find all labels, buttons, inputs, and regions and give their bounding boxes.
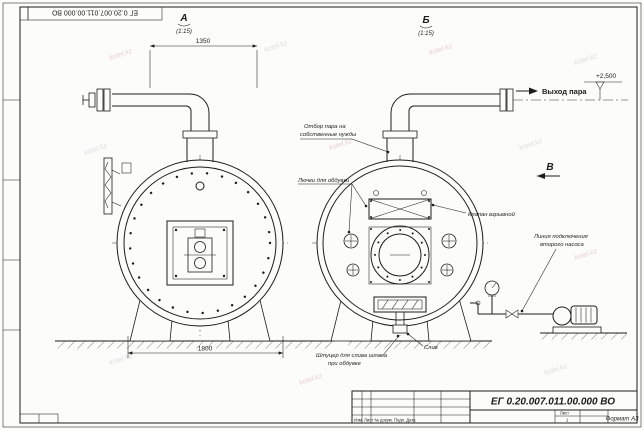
watermark: kotel.kz xyxy=(83,143,108,157)
dim-1350: 1350 xyxy=(149,38,258,88)
callout-hatches: Лючки для обдувки xyxy=(297,178,368,234)
watermark: kotel.kz xyxy=(328,138,353,152)
doc-number-top: ЕГ 0.20.007.011.00.000 ВО xyxy=(51,9,137,16)
callout-second-pump-line: Линия подключения второго насоса xyxy=(520,234,588,313)
callout-text: собственные нужды xyxy=(300,132,357,138)
format-label: Формат А3 xyxy=(606,417,639,423)
watermark: kotel.kz xyxy=(573,53,598,67)
view-v-letter: В xyxy=(546,162,553,173)
callout-text: второго насоса xyxy=(540,242,584,248)
watermark: kotel.kz xyxy=(108,353,133,367)
pump-assembly xyxy=(470,280,602,334)
title-block: ЕГ 0.20.007.011.00.000 ВО Изм. Лист № до… xyxy=(351,390,639,424)
callout-sludge-drain: Штуцер для слива шлама при обдувке xyxy=(316,334,400,367)
manhole xyxy=(368,225,432,285)
boiler-rear-view xyxy=(312,88,628,342)
level-mark: +2,500 xyxy=(584,73,622,100)
explosion-valve xyxy=(368,190,432,220)
watermark: kotel.kz xyxy=(428,43,453,57)
callout-steam-own-needs: Отбор пара на собственные нужды xyxy=(300,124,390,154)
view-b-letter: Б xyxy=(422,15,429,26)
view-a-letter: А xyxy=(179,13,187,24)
callout-explosion-valve: Клапан взрывной xyxy=(431,203,516,218)
callout-text: Отбор пара на xyxy=(304,124,346,130)
steam-pipe-left xyxy=(82,88,218,162)
watermark: kotel.kz xyxy=(518,138,543,152)
watermark: kotel.kz xyxy=(108,48,133,62)
steam-pipe-right xyxy=(382,88,628,162)
rim-bolts xyxy=(128,171,272,315)
view-a-label: А (1:15) xyxy=(176,13,192,35)
level-label: +2,500 xyxy=(596,73,616,80)
steam-out-label: Выход пара xyxy=(542,87,587,96)
pump-volute xyxy=(552,306,572,326)
bottom-hatch xyxy=(373,296,427,334)
watermark: kotel.kz xyxy=(543,363,568,377)
sheet-value: 1 xyxy=(566,418,569,423)
callout-text: при обдувке xyxy=(328,361,362,367)
view-b-label: Б (1:15) xyxy=(418,15,434,37)
watermark: kotel.kz xyxy=(263,40,288,54)
view-a-scale: (1:15) xyxy=(176,29,192,35)
callout-text: Клапан взрывной xyxy=(468,211,516,218)
sheet-label: Лист xyxy=(560,411,569,416)
dim-1800: 1800 xyxy=(127,336,284,358)
watermark: kotel.kz xyxy=(298,373,323,387)
pump-motor xyxy=(570,305,598,325)
view-b-scale: (1:15) xyxy=(418,31,434,37)
doc-number: ЕГ 0.20.007.011.00.000 ВО xyxy=(491,397,615,408)
callout-text: Штуцер для слива шлама xyxy=(316,353,388,359)
callout-text: Слив xyxy=(424,345,438,351)
dim-base-width: 1800 xyxy=(198,346,213,353)
pressure-gauge xyxy=(484,280,500,296)
burner-door xyxy=(166,220,234,286)
steam-outlet: Выход пара xyxy=(516,87,587,96)
boiler-front-view: 1350 1800 xyxy=(82,38,288,358)
watermark: kotel.kz xyxy=(573,248,598,262)
stamp-columns-label: Изм. Лист № докум. Подп. Дата xyxy=(354,418,416,423)
callouts: Отбор пара на собственные нужды Лючки дл… xyxy=(297,124,588,367)
water-gauge-column xyxy=(103,157,132,215)
steam-arrow-icon xyxy=(529,87,538,95)
blowoff-hatches xyxy=(343,233,457,277)
callout-text: Лючки для обдувки xyxy=(297,178,350,184)
dim-top-width: 1350 xyxy=(196,38,211,45)
view-v-arrow: В xyxy=(537,162,560,179)
callout-drain: Слив xyxy=(406,332,438,351)
callout-text: Линия подключения xyxy=(533,234,588,240)
